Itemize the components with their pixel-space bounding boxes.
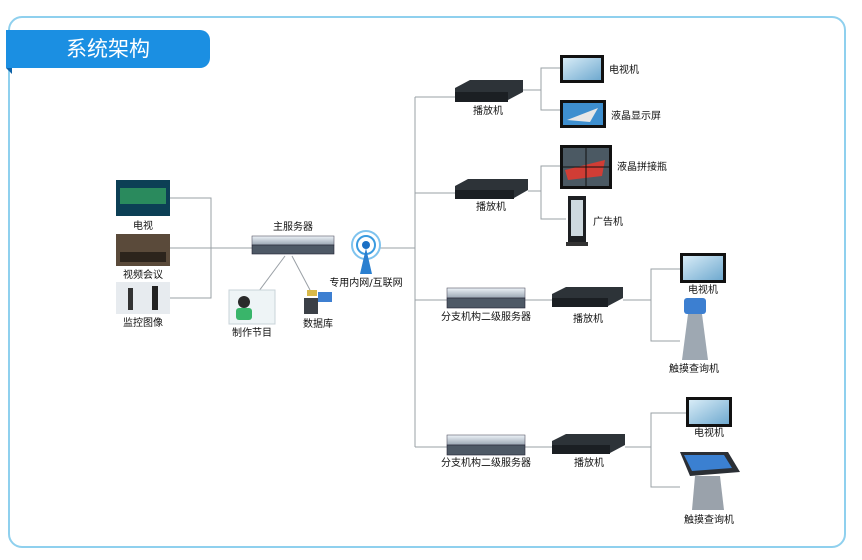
database: 数据库	[303, 290, 333, 330]
branch-server-1-label: 分支机构二级服务器	[441, 310, 531, 323]
player-3: 播放机	[552, 287, 623, 325]
network: 专用内网/互联网	[329, 230, 403, 289]
database-icon	[304, 298, 318, 314]
main-server: 主服务器	[251, 220, 335, 255]
server-icon	[446, 287, 526, 299]
connection-lines	[170, 67, 686, 488]
production: 制作节目	[228, 289, 276, 339]
section-title: 系统架构	[6, 30, 210, 74]
kiosk-1: 触摸查询机	[669, 298, 719, 375]
source-video-conference-label: 视频会议	[123, 268, 163, 281]
kiosk-2-label: 触摸查询机	[684, 513, 734, 526]
lcd-display-label: 液晶显示屏	[611, 109, 661, 122]
branch-server-1: 分支机构二级服务器	[441, 287, 531, 323]
player-2-label: 播放机	[476, 200, 506, 213]
workstation-icon	[228, 289, 276, 325]
source-tv: 电视	[116, 180, 170, 232]
tv-2-label: 电视机	[688, 283, 718, 296]
production-label: 制作节目	[232, 326, 272, 339]
branch-server-2-label: 分支机构二级服务器	[441, 456, 531, 469]
player-2: 播放机	[455, 179, 528, 213]
touch-kiosk-icon	[684, 298, 706, 314]
server-icon	[446, 434, 526, 446]
server-icon	[251, 235, 335, 246]
kiosk-2: 触摸查询机	[680, 452, 740, 526]
tv-1-label: 电视机	[609, 63, 639, 76]
ad-machine: 广告机	[566, 196, 623, 246]
branch-server-2: 分支机构二级服务器	[441, 434, 531, 469]
source-surveillance-label: 监控图像	[123, 316, 163, 329]
tv-3: 电视机	[686, 397, 732, 439]
lcd-splice-wall-label: 液晶拼接瓶	[617, 160, 667, 173]
ad-machine-label: 广告机	[593, 215, 623, 228]
source-video-conference: 视频会议	[116, 234, 170, 281]
surveillance-image	[116, 282, 170, 314]
player-4-label: 播放机	[574, 456, 604, 469]
network-label: 专用内网/互联网	[329, 276, 402, 289]
kiosk-1-label: 触摸查询机	[669, 362, 719, 375]
tv-1: 电视机	[560, 55, 639, 83]
main-server-label: 主服务器	[273, 220, 313, 233]
lcd-display: 液晶显示屏	[560, 100, 661, 128]
player-4: 播放机	[552, 434, 625, 469]
source-tv-label: 电视	[133, 219, 153, 232]
tv-2: 电视机	[680, 253, 726, 296]
player-1: 播放机	[455, 80, 523, 117]
player-3-label: 播放机	[573, 312, 603, 325]
database-label: 数据库	[303, 317, 333, 330]
tv-3-label: 电视机	[694, 426, 724, 439]
source-surveillance: 监控图像	[116, 282, 170, 329]
player-1-label: 播放机	[473, 104, 503, 117]
lcd-splice-wall: 液晶拼接瓶	[560, 145, 667, 189]
